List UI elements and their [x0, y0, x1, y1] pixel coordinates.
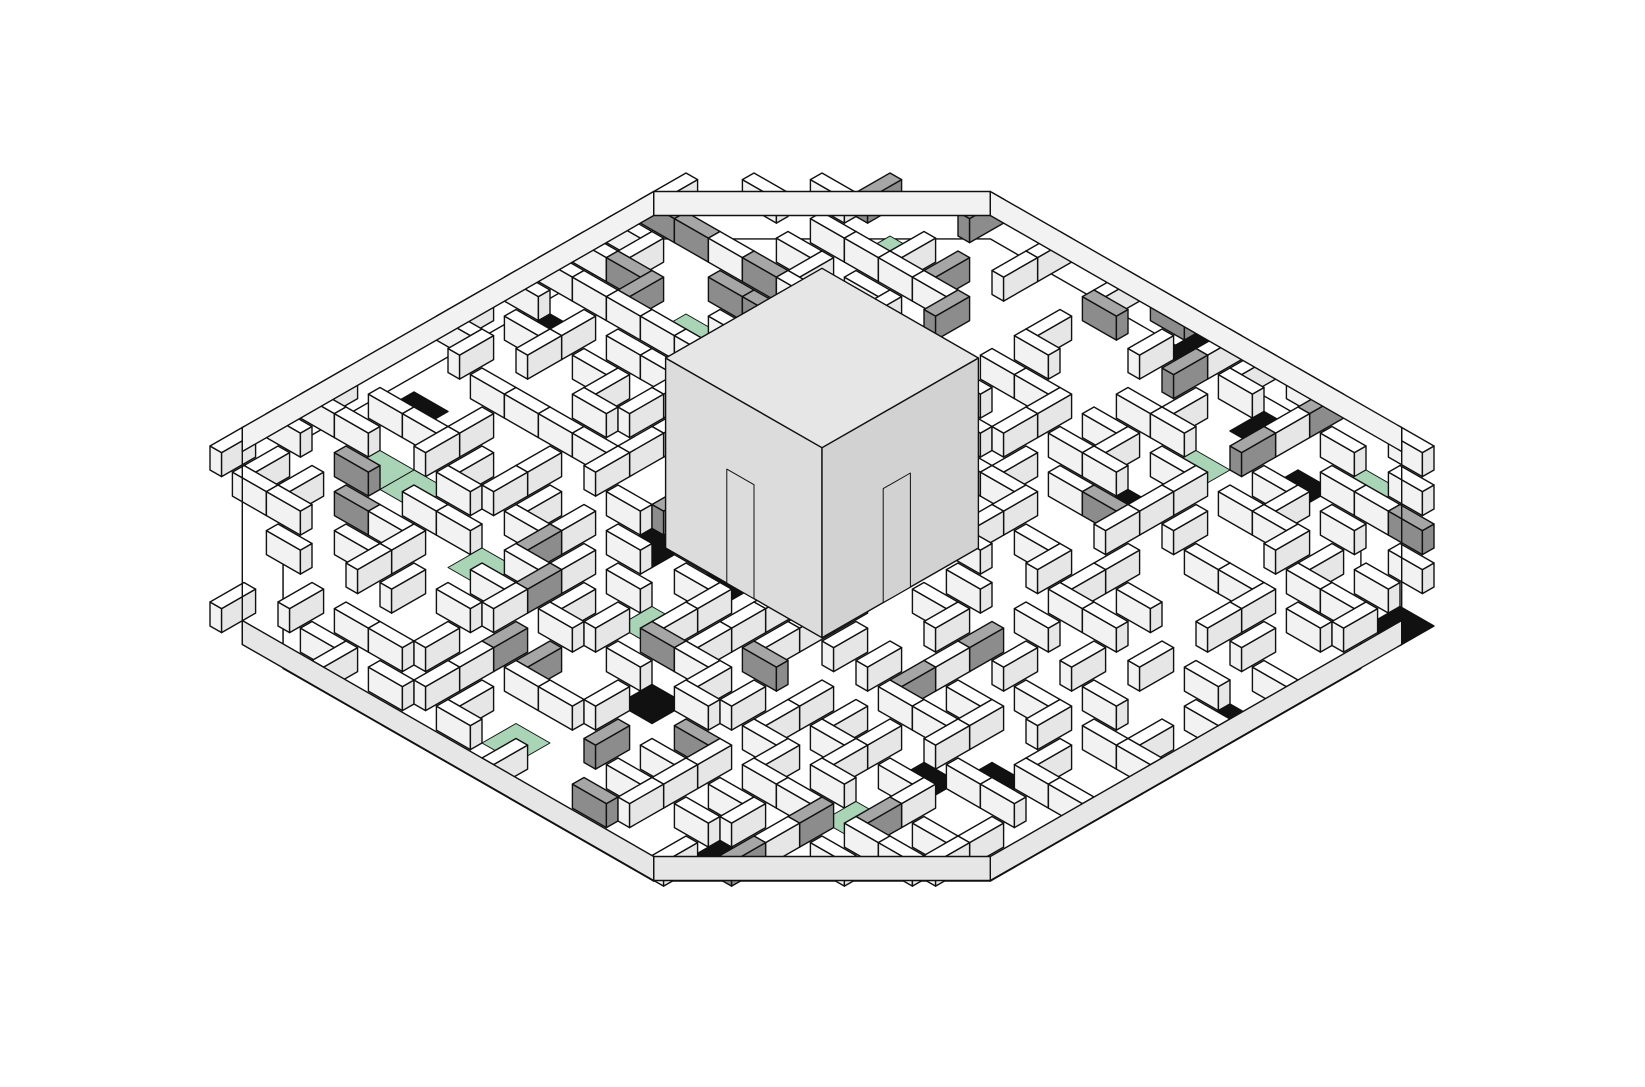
maze-wall-top [991, 250, 1039, 278]
gray-block-top [1081, 289, 1129, 317]
maze-wall-top [945, 562, 993, 590]
maze-wall-top [413, 425, 461, 454]
maze-wall-top [435, 581, 483, 610]
maze-wall-top [571, 386, 619, 415]
maze-wall-top [605, 484, 653, 512]
maze-wall-top [481, 581, 529, 610]
maze-wall-top [855, 640, 903, 668]
maze-wall-top [923, 601, 971, 629]
maze-wall-top [333, 406, 381, 434]
maze-wall-top [1093, 503, 1141, 532]
maze-wall-top [481, 464, 529, 493]
maze-wall-top [1081, 445, 1129, 473]
maze-wall-top [979, 776, 1027, 805]
maze-wall-top [1183, 659, 1231, 688]
maze-wall-top [673, 679, 721, 707]
maze-wall-top [413, 620, 461, 649]
maze-wall-top [209, 581, 257, 610]
maze-wall-top [605, 640, 653, 668]
maze-wall-top [1217, 367, 1265, 395]
maze-wall-top [583, 679, 631, 707]
gray-block-top [923, 289, 971, 317]
maze-wall-top [379, 562, 427, 590]
maze-wall-top [605, 562, 653, 590]
maze-wall-top [1263, 523, 1311, 551]
gray-block-top [1387, 503, 1435, 532]
maze-wall-top [1059, 640, 1107, 668]
maze-wall-top [447, 328, 495, 356]
maze-wall-top [673, 796, 721, 824]
maze-wall-top [1161, 503, 1209, 532]
maze-wall-top [617, 776, 665, 805]
maze-wall-top [1319, 425, 1367, 454]
maze-wall-top [265, 484, 313, 512]
maze-wall-top [265, 523, 313, 551]
maze-wall-top [1353, 562, 1401, 590]
center-cube-door-left [726, 468, 755, 600]
maze-wall-top [367, 620, 415, 649]
maze-wall-top [991, 640, 1039, 668]
maze-wall-top [821, 620, 869, 649]
maze-wall-top [1229, 620, 1277, 649]
gray-block-top [571, 776, 619, 805]
maze-wall-top [1319, 503, 1367, 532]
maze-wall-top [923, 718, 971, 746]
gray-block-top [1229, 425, 1277, 454]
maze-wall-top [435, 698, 483, 727]
outer-rim-wall [653, 190, 991, 217]
center-cube-layer [664, 267, 980, 639]
maze-wall-top [1081, 601, 1129, 629]
maze-wall-top [991, 406, 1039, 434]
maze-wall-top [1081, 679, 1129, 707]
maze-wall-top [1387, 464, 1435, 493]
maze-walls-layer [209, 172, 1435, 887]
maze-wall-top [515, 328, 563, 356]
maze-wall-top [435, 464, 483, 493]
maze-wall-top [345, 542, 393, 571]
maze-wall-top [277, 581, 325, 610]
center-cube-door-right [882, 472, 911, 604]
gray-block-top [583, 718, 631, 746]
maze-wall-top [367, 659, 415, 688]
center-cube-top-face [664, 267, 980, 449]
outer-rim-wall [653, 855, 991, 882]
maze-wall-top [1285, 601, 1333, 629]
maze-wall-top [413, 659, 461, 688]
gray-block-top [1161, 347, 1209, 376]
maze-wall-top [1331, 601, 1379, 629]
maze-wall-top [583, 445, 631, 473]
outer-rim-wall [241, 190, 655, 453]
maze-wall-top [1127, 640, 1175, 668]
gray-block-top [333, 445, 381, 473]
maze-wall-top [1195, 601, 1243, 629]
maze-wall-top [1013, 601, 1061, 629]
maze-wall-top [719, 679, 767, 707]
gray-block-top [741, 640, 789, 668]
maze-wall-top [435, 503, 483, 532]
maze-wall-top [537, 679, 585, 707]
maze-wall-top [1115, 581, 1163, 610]
maze-wall-top [1025, 542, 1073, 571]
maze-wall-top [537, 601, 585, 629]
maze-wall-top [1149, 406, 1197, 434]
maze-wall-top [583, 601, 631, 629]
maze-wall-top [605, 523, 653, 551]
maze-wall-top [1025, 698, 1073, 727]
maze-wall-top [1013, 328, 1061, 356]
maze-wall-top [1387, 542, 1435, 571]
maze-wall-top [1127, 328, 1175, 356]
maze-wall-top [809, 757, 857, 785]
maze-wall-top [719, 796, 767, 824]
maze-wall-top [617, 386, 665, 415]
